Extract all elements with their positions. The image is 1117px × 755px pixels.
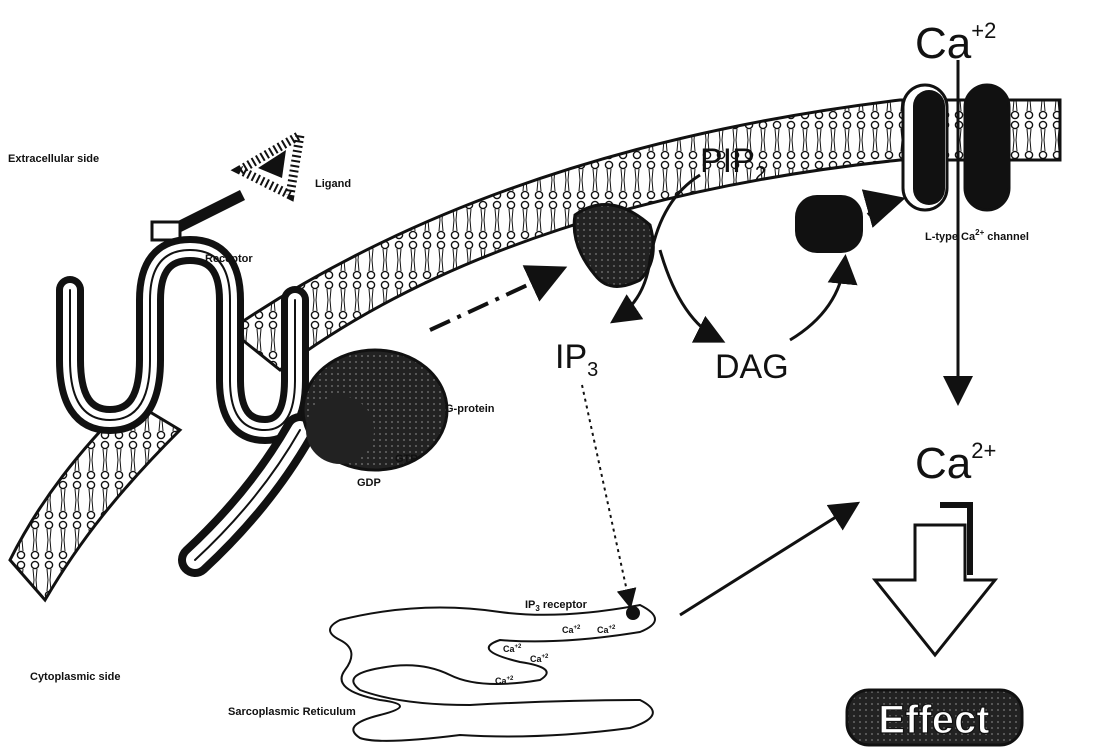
pkc-enzyme-icon xyxy=(795,195,863,253)
sr-ca-2: Ca+2 xyxy=(597,625,616,635)
g-protein-label: G-protein xyxy=(445,403,495,415)
ligand-icon xyxy=(240,135,300,195)
effect-arrow-icon xyxy=(875,525,995,655)
dag-label: DAG xyxy=(715,348,789,386)
gdp-label: GDP xyxy=(357,477,381,489)
ip3-receptor-icon xyxy=(626,606,640,620)
sr-ca-5: Ca+2 xyxy=(495,676,514,686)
g-protein-icon xyxy=(303,350,447,470)
g-protein-to-plc-arrow xyxy=(430,270,560,330)
plc-enzyme-icon xyxy=(574,205,653,287)
gtp-label: GTP xyxy=(395,453,418,465)
sr-calcium-labels: Ca+2 Ca+2 Ca+2 Ca+2 Ca+2 xyxy=(495,625,616,686)
ligand-label: Ligand xyxy=(315,178,351,190)
receptor-binding-site xyxy=(152,222,180,240)
sarcoplasmic-label: Sarcoplasmic Reticulum xyxy=(228,706,356,718)
ip3-label: IP3 xyxy=(555,338,598,381)
pip2-to-dag-arrow xyxy=(660,250,720,340)
effect-label: Effect xyxy=(878,698,989,742)
receptor-label: Receptor xyxy=(205,253,253,265)
ca-top-label: Ca+2 xyxy=(915,18,996,68)
cytoplasmic-label: Cytoplasmic side xyxy=(30,671,120,683)
sr-ca-3: Ca+2 xyxy=(503,644,522,654)
ip3-to-receptor-arrow xyxy=(582,385,630,605)
extracellular-label: Extracellular side xyxy=(8,153,99,165)
dag-to-pkc-arrow xyxy=(790,260,845,340)
pkc-to-channel-arrow xyxy=(868,200,898,215)
sr-release-arrow xyxy=(680,505,855,615)
ip3-receptor-label: IP3 receptor xyxy=(525,599,588,613)
l-type-channel-label: L-type Ca2+ channel xyxy=(925,228,1029,243)
ca-mid-label: Ca2+ xyxy=(915,438,996,488)
sr-ca-1: Ca+2 xyxy=(562,625,581,635)
sr-ca-4: Ca+2 xyxy=(530,654,549,664)
